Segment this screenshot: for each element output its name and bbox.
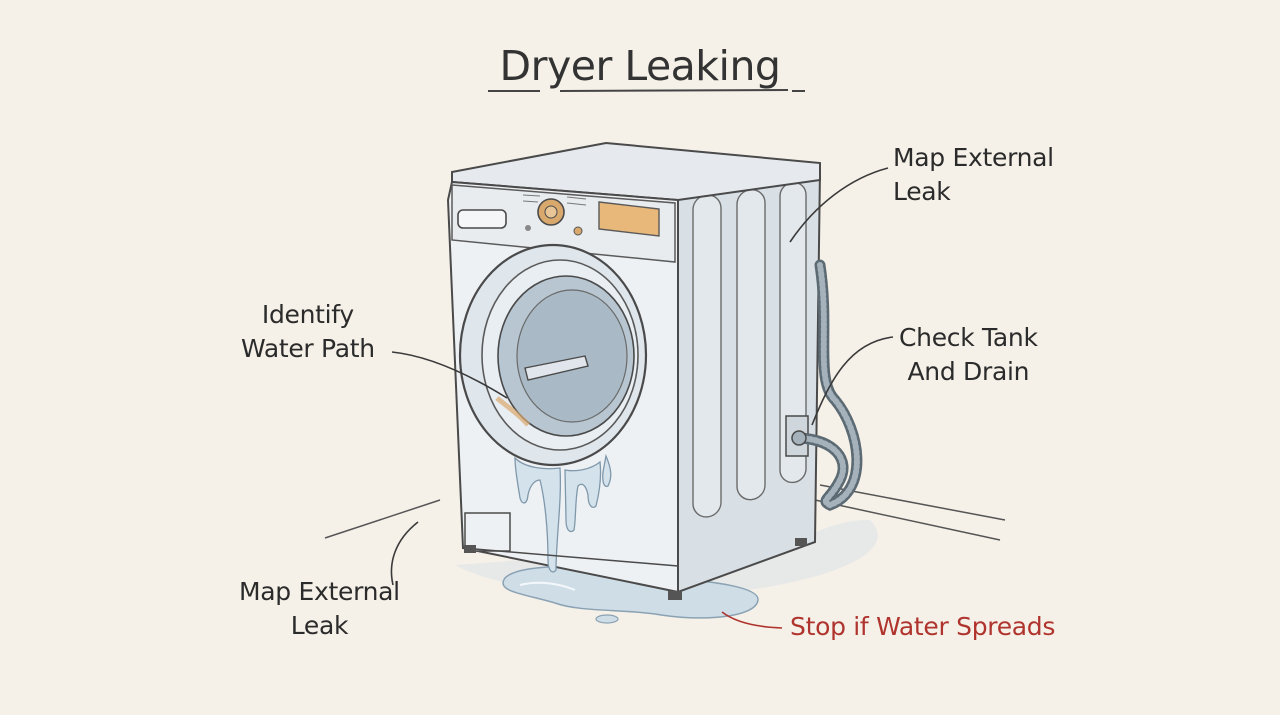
callout-check-tank-drain: Check Tank And Drain [899,321,1038,389]
page-title: Dryer Leaking [499,42,781,90]
callout-line-1: Map External [893,143,1054,172]
warning-callout: Stop if Water Spreads [790,612,1056,641]
filter-access-panel [464,512,511,552]
callout-identify-water-path: Identify Water Path [241,298,375,366]
title-underline [488,89,805,92]
display-panel [598,201,660,237]
callout-map-external-leak-bottom: Map External Leak [239,575,400,643]
callout-line-2: Water Path [241,334,375,363]
callout-line-2: Leak [290,611,349,640]
callout-line-1: Check Tank [899,323,1038,352]
callout-line-1: Identify [261,300,354,329]
callout-line-1: Map External [239,577,400,606]
detergent-drawer [457,209,507,229]
callout-map-external-leak-top: Map External Leak [893,141,1054,209]
callout-line-2: And Drain [907,357,1030,386]
machine-front [446,180,807,600]
dripping-water-icon [514,453,612,573]
machine-side-panel [677,168,822,594]
leader-lines [390,167,894,629]
callout-line-2: Leak [893,177,951,206]
